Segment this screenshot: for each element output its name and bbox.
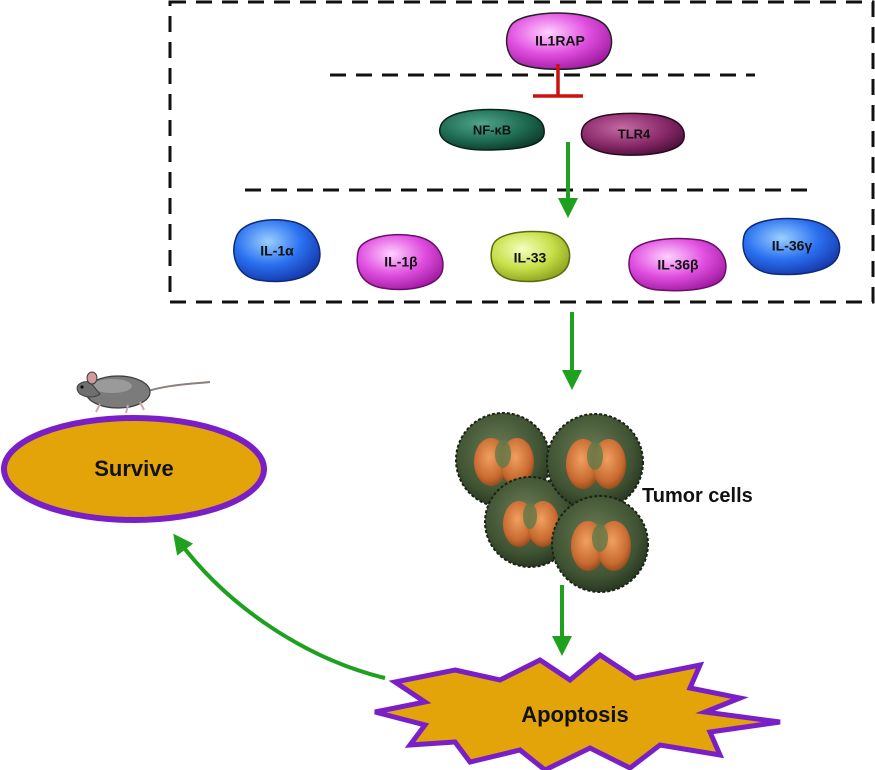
mouse-icon bbox=[76, 371, 211, 414]
cytokine-node-il1b: IL-1β bbox=[356, 234, 444, 291]
inhibition-arrow bbox=[533, 64, 583, 98]
mediator-node-nfkb: NF-κB bbox=[439, 108, 545, 151]
mediator-label: NF-κB bbox=[473, 122, 511, 137]
cytokine-node-il36g: IL-36γ bbox=[742, 217, 841, 276]
cytokine-label: IL-36γ bbox=[772, 238, 813, 254]
survive-label: Survive bbox=[94, 456, 174, 481]
survival-arrow bbox=[173, 533, 386, 680]
pathway-frame bbox=[168, 0, 875, 304]
mediator-label: TLR4 bbox=[618, 126, 651, 141]
receptor-node: IL1RAP bbox=[505, 12, 613, 71]
cytokine-node-il33: IL-33 bbox=[490, 230, 571, 283]
cytokine-label: IL-36β bbox=[657, 257, 699, 273]
receptor-label: IL1RAP bbox=[535, 33, 585, 49]
survive-node: Survive bbox=[1, 415, 267, 523]
cytokine-label: IL-1α bbox=[260, 243, 294, 259]
tumor-cells-cluster bbox=[455, 412, 649, 593]
tumor-cells-label: Tumor cells bbox=[642, 485, 753, 507]
apoptosis-label: Apoptosis bbox=[521, 702, 629, 727]
cytokine-label: IL-1β bbox=[384, 254, 418, 270]
mediator-node-tlr4: TLR4 bbox=[580, 112, 685, 156]
cytokine-node-il1a: IL-1α bbox=[233, 219, 321, 283]
apoptosis-node: Apoptosis bbox=[374, 651, 781, 770]
cytokine-label: IL-33 bbox=[514, 250, 547, 266]
cytokine-node-il36b: IL-36β bbox=[628, 237, 727, 292]
